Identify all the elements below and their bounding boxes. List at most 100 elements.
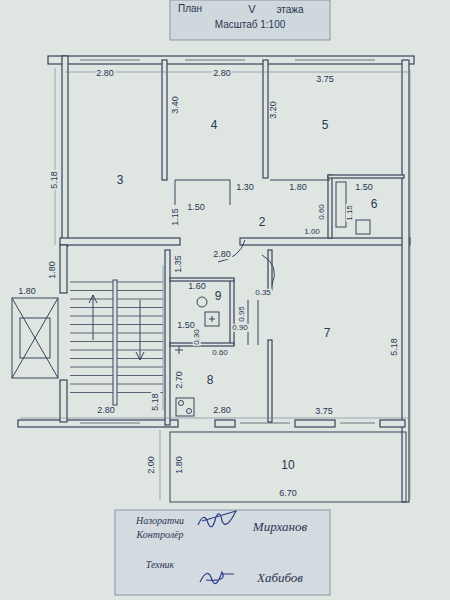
stair-step: [117, 375, 163, 376]
burner: [187, 409, 192, 414]
stair-step: [70, 392, 113, 393]
window: [80, 423, 140, 424]
dimension: 2.70: [175, 370, 184, 390]
wall: [268, 340, 272, 422]
wall: [60, 238, 180, 245]
dimension: 1.50: [186, 203, 206, 212]
wall: [380, 420, 405, 427]
stair-step: [70, 307, 113, 308]
stair-step: [117, 290, 163, 291]
dimension: 2.80: [212, 69, 232, 78]
room-number: 7: [323, 327, 332, 340]
stair-steps: [70, 282, 163, 393]
dimension: 5.18: [151, 392, 160, 412]
wall: [162, 60, 167, 180]
stair-step: [70, 299, 113, 300]
door-swings: [218, 240, 274, 285]
stamp-text: Назоратчи: [135, 516, 185, 527]
dimension: 0.60: [318, 203, 326, 221]
dimension: 3.40: [171, 95, 180, 115]
dimension: 3.20: [269, 100, 278, 120]
dimension: 1.80: [48, 260, 57, 280]
stair-step: [70, 375, 113, 376]
dimension: 1.15: [171, 207, 180, 227]
approval-stamp: [115, 510, 330, 595]
stair-step: [70, 324, 113, 325]
dimension: V: [247, 4, 256, 16]
stair-step: [70, 350, 113, 351]
lift-car: [20, 318, 50, 358]
toilet-bowl: [197, 297, 207, 307]
wall: [165, 250, 170, 425]
wall: [170, 278, 234, 281]
room-number: 3: [116, 174, 125, 187]
dimension: 5.18: [50, 170, 59, 190]
dimension: 0.30: [193, 328, 201, 346]
stamp-text: Техник: [145, 560, 176, 571]
dimension: 5.18: [390, 337, 399, 357]
wall: [295, 420, 335, 427]
room-number: 10: [280, 459, 295, 472]
wall: [60, 380, 67, 422]
dimension: 6.70: [278, 489, 298, 498]
stair-step: [70, 333, 113, 334]
stair-step: [117, 316, 163, 317]
room-number: 8: [206, 374, 215, 387]
wall: [170, 343, 234, 346]
wall: [240, 238, 410, 245]
stair-step: [70, 341, 113, 342]
walls: [18, 56, 414, 502]
dimension: 1.80: [175, 455, 184, 475]
dimension: 2.80: [212, 250, 232, 259]
stair-step: [117, 307, 163, 308]
stair-step: [117, 358, 163, 359]
dimension-lines: [20, 68, 410, 500]
stair-step: [117, 299, 163, 300]
dimension: 0.95: [238, 305, 246, 323]
dimension: План: [177, 4, 203, 15]
dimension: 1.80: [288, 183, 308, 192]
dimension: 1.15: [346, 204, 354, 222]
room-number: 5: [321, 119, 330, 132]
wall: [215, 420, 235, 427]
room-number: 4: [210, 119, 219, 132]
bathtub-edge: [336, 182, 346, 227]
dimension: 1.30: [235, 183, 255, 192]
stair-step: [117, 367, 163, 368]
washbasin: [356, 220, 370, 234]
dimension: 3.75: [314, 407, 334, 416]
signer-name: Мирханов: [252, 520, 308, 534]
wall: [62, 56, 68, 246]
stair-step: [70, 290, 113, 291]
lift-cross: [12, 298, 58, 378]
dimension: 2.00: [147, 455, 156, 475]
wall: [268, 250, 272, 290]
dimension: 1.35: [174, 254, 183, 274]
balcony: [170, 432, 406, 502]
stair-rail: [113, 280, 117, 405]
dimension: этажа: [275, 5, 304, 16]
title-stamp: [170, 0, 330, 40]
wall: [48, 56, 414, 64]
stair-step: [117, 333, 163, 334]
room-number: 6: [370, 198, 379, 211]
stair-step: [70, 316, 113, 317]
room-number: 2: [258, 216, 267, 229]
stair-step: [117, 341, 163, 342]
wall: [18, 420, 178, 427]
signature: [200, 572, 234, 584]
dimension: 2.80: [96, 406, 116, 415]
burner: [179, 401, 184, 406]
door-frame: [248, 300, 258, 345]
stair-step: [70, 384, 113, 385]
stamp-text: Контролёр: [136, 530, 185, 541]
window: [240, 423, 290, 424]
wardrobe: [175, 180, 230, 205]
dimension: Масштаб 1:100: [214, 20, 287, 31]
wall: [328, 175, 332, 238]
wall: [230, 280, 234, 345]
wall: [60, 245, 67, 293]
dimension: 3.75: [315, 75, 335, 84]
